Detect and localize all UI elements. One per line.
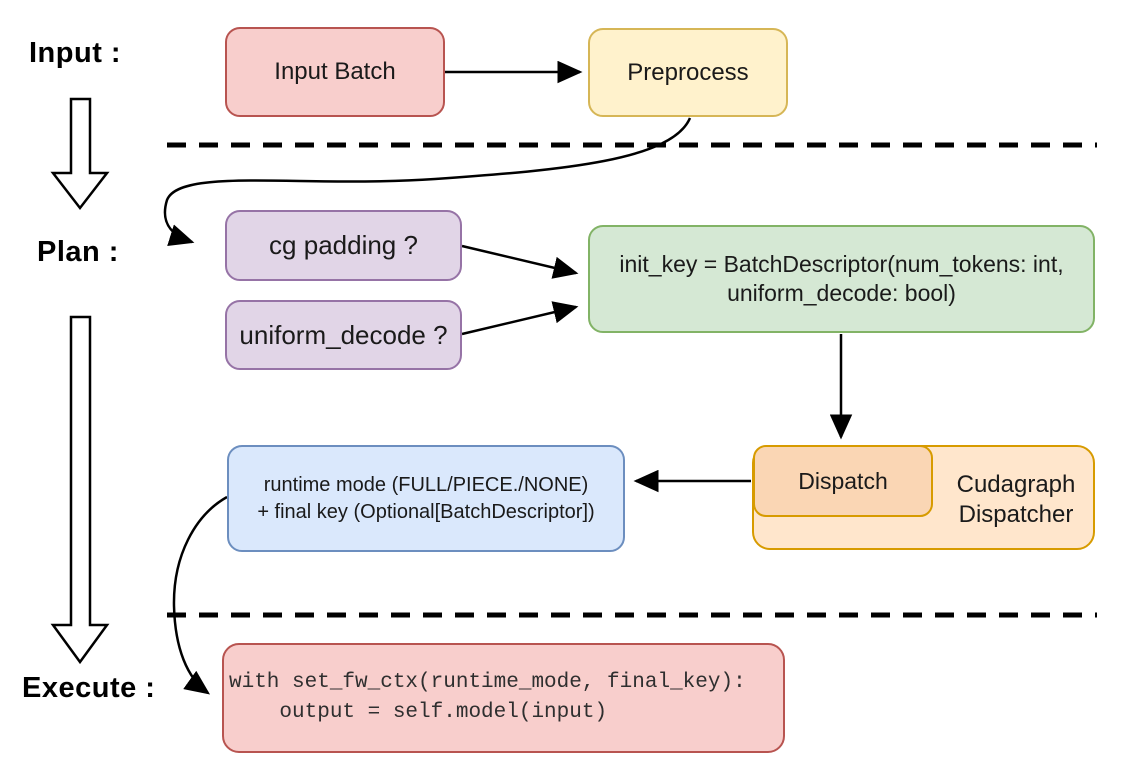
node-uniform-decode-label: uniform_decode ?: [239, 319, 448, 350]
arrow-runtimemode-to-executecode: [172, 495, 228, 695]
execute-code-line2: output = self.model(input): [229, 701, 608, 724]
node-preprocess: Preprocess: [588, 28, 788, 117]
node-runtime-mode-line2: + final key (Optional[BatchDescriptor]): [257, 500, 595, 523]
node-init-key-line2: uniform_decode: bool): [727, 280, 956, 306]
node-cg-padding-label: cg padding ?: [269, 230, 418, 261]
node-input-batch: Input Batch: [225, 27, 445, 117]
cudagraph-dispatcher-line1: Cudagraph: [956, 470, 1076, 498]
execute-code-line1: with set_fw_ctx(runtime_mode, final_key)…: [229, 670, 746, 694]
arrow-uniformdecode-to-initkey: [461, 301, 579, 336]
cudagraph-dispatcher-line2: Dispatcher: [958, 500, 1074, 528]
node-preprocess-label: Preprocess: [627, 58, 749, 86]
cudagraph-dispatcher-caption: Cudagraph Dispatcher: [937, 447, 1095, 552]
stage-label-plan: Plan :: [37, 236, 119, 268]
node-dispatch: Dispatch: [753, 445, 933, 517]
node-runtime-mode-line1: runtime mode (FULL/PIECE./NONE): [263, 473, 589, 496]
stage-label-input: Input :: [29, 37, 122, 69]
node-cg-padding: cg padding ?: [225, 210, 462, 281]
node-uniform-decode: uniform_decode ?: [225, 300, 462, 370]
stage-arrow-plan-to-execute: [50, 315, 110, 665]
node-dispatch-label: Dispatch: [798, 467, 888, 494]
stage-arrow-input-to-plan: [50, 97, 110, 211]
arrow-preprocess-to-cgpadding: [163, 117, 692, 247]
node-input-batch-label: Input Batch: [274, 58, 396, 85]
stage-label-execute: Execute :: [22, 672, 156, 704]
node-execute-code: with set_fw_ctx(runtime_mode, final_key)…: [222, 643, 785, 753]
node-runtime-mode: runtime mode (FULL/PIECE./NONE) + final …: [227, 445, 625, 552]
node-init-key-line1: init_key = BatchDescriptor(num_tokens: i…: [619, 251, 1064, 278]
arrow-cgpadding-to-initkey: [461, 244, 579, 279]
node-init-key: init_key = BatchDescriptor(num_tokens: i…: [588, 225, 1095, 333]
